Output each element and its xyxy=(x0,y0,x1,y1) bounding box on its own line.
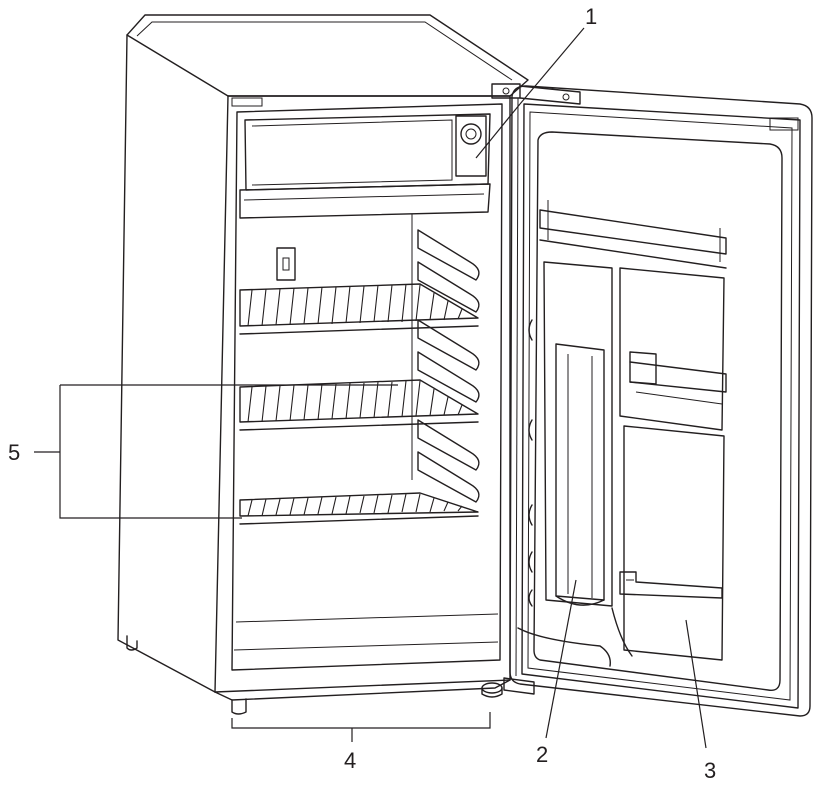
door-bin-left xyxy=(517,261,613,667)
wire-shelf-bottom xyxy=(239,492,479,525)
cabinet-body xyxy=(117,14,529,715)
door-pegs xyxy=(528,319,533,607)
callout-2: 2 xyxy=(536,742,548,767)
door-shelf-upper xyxy=(539,200,727,269)
callout-1: 1 xyxy=(585,4,597,29)
wire-shelf-middle xyxy=(239,379,479,431)
shelf-rails xyxy=(411,214,480,503)
callout-5: 5 xyxy=(8,440,20,465)
freezer-compartment xyxy=(239,113,491,219)
wire-shelf-top xyxy=(239,283,479,335)
callout-leaders xyxy=(34,27,707,749)
door xyxy=(491,83,813,717)
crisper-floor xyxy=(233,613,499,651)
door-bin-right xyxy=(611,425,725,661)
callout-3: 3 xyxy=(704,758,716,783)
door-shelf-middle xyxy=(619,267,727,431)
light-switch xyxy=(276,247,296,281)
bottom-hinge xyxy=(503,677,535,695)
callout-4: 4 xyxy=(344,748,356,773)
